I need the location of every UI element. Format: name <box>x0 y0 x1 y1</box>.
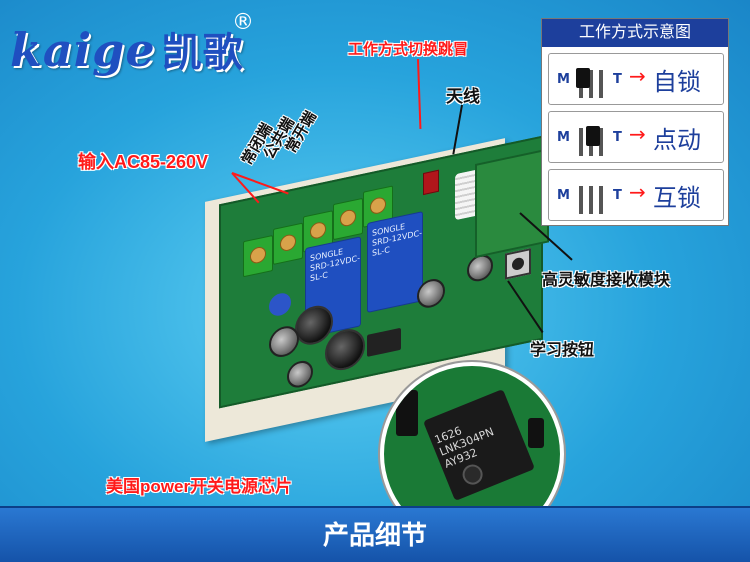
relay-1-text: SONGLE SRD-12VDC-SL-C <box>310 247 360 284</box>
mode-jumper <box>423 169 439 196</box>
mode-row-self-lock: M T → 自锁 <box>548 53 724 105</box>
bottom-banner-title: 产品细节 <box>322 520 427 550</box>
terminal-input-1 <box>243 234 273 278</box>
mode-switch-label: 工作方式切换跳冒 <box>348 41 469 58</box>
high-sensitivity-label: 高灵敏度接收模块 <box>542 272 671 289</box>
magnified-component-right <box>528 418 544 448</box>
pin-t-label: T <box>613 72 622 87</box>
bottom-banner: 产品细节 <box>0 506 750 562</box>
inductor-2 <box>325 325 365 374</box>
mode-name: 互锁 <box>653 185 701 212</box>
chip-marking: 1626 LNK304PN AY932 <box>433 413 501 471</box>
arrow-icon: → <box>629 122 646 146</box>
mode-row-interlock: M T → 互锁 <box>548 169 724 221</box>
mode-name: 自锁 <box>653 69 701 96</box>
terminal-input-2 <box>273 222 303 265</box>
antenna-label: 天线 <box>446 87 480 106</box>
mode-row-momentary: M T → 点动 <box>548 111 724 163</box>
electrolytic-capacitor-2 <box>287 358 313 390</box>
mode-panel-title: 工作方式示意图 <box>542 19 728 47</box>
jumper-icon <box>571 120 611 156</box>
terminal-labels: 常闭端 公共端 常开端 <box>220 80 330 168</box>
electrolytic-capacitor-1 <box>269 323 299 360</box>
relay-2-text: SONGLE SRD-12VDC-SL-C <box>372 221 422 258</box>
magnified-component-left <box>396 390 418 436</box>
relay-2: SONGLE SRD-12VDC-SL-C <box>367 211 423 313</box>
pin-t-label: T <box>613 130 622 145</box>
mode-name: 点动 <box>653 127 701 154</box>
arrow-icon: → <box>629 64 646 88</box>
pin-m-label: M <box>557 130 570 145</box>
power-chip-label: 美国power开关电源芯片 <box>106 477 293 496</box>
chip-pin1-dot <box>459 461 486 488</box>
logo-chinese: 凯歌 <box>161 29 244 76</box>
pin-m-label: M <box>557 72 570 87</box>
registered-mark: ® <box>232 10 254 35</box>
magnified-chip: 1626 LNK304PN AY932 <box>423 389 535 501</box>
arrow-icon: → <box>629 180 646 204</box>
receiver-module <box>475 148 549 259</box>
terminal-common <box>333 197 363 241</box>
jumper-icon <box>571 178 611 214</box>
logo-latin: kaige <box>10 23 156 77</box>
jumper-icon <box>571 62 611 98</box>
learn-button-label: 学习按钮 <box>530 342 595 359</box>
pin-m-label: M <box>557 188 570 203</box>
blue-capacitor <box>269 291 291 318</box>
power-chip <box>367 327 401 357</box>
input-ac-label: 输入AC85-260V <box>78 152 209 172</box>
mode-diagram-panel: 工作方式示意图 M T → 自锁 M T → 点动 M T → 互锁 <box>541 18 729 226</box>
learn-button-component <box>505 248 531 280</box>
pin-t-label: T <box>613 188 622 203</box>
